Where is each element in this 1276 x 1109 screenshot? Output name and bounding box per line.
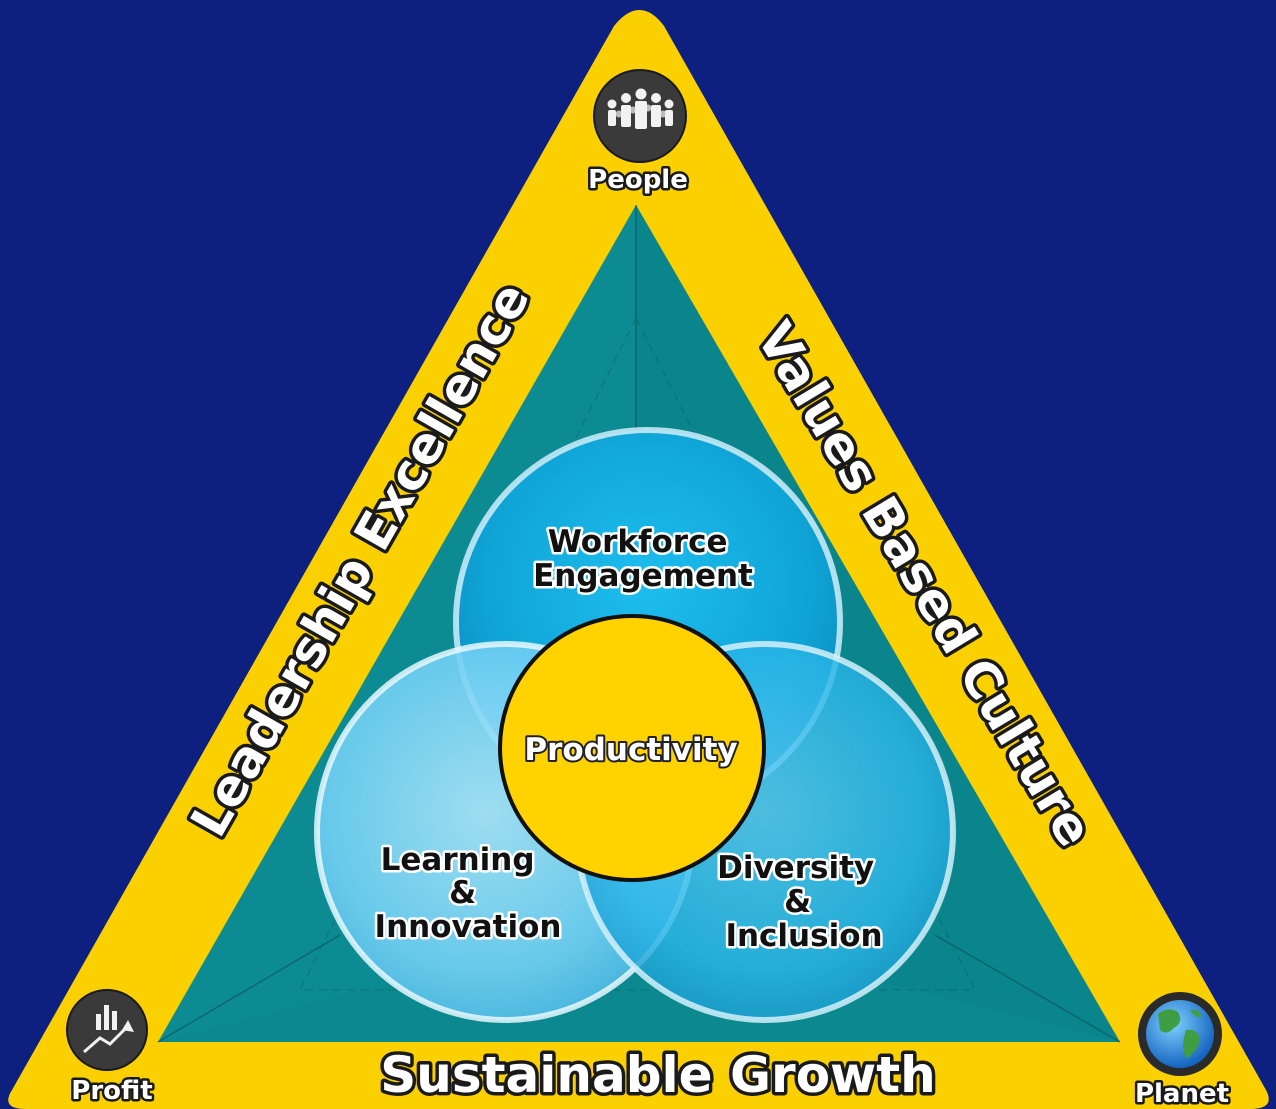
people-label: People [588, 165, 688, 195]
growth-chart-icon [66, 989, 148, 1071]
productivity-label: Productivity [524, 732, 737, 768]
learning-innovation-label: Learning & Innovation [375, 842, 562, 945]
people-group-icon [593, 69, 687, 163]
diversity-inclusion-line-2: & [784, 884, 811, 920]
diversity-inclusion-line-1: Diversity [717, 850, 874, 886]
workforce-engagement-line-2: Engagement [533, 558, 753, 594]
inner-triangle-guides [157, 205, 1121, 1043]
diversity-inclusion-line-3: Inclusion [725, 918, 882, 954]
diversity-inclusion-label: Diversity & Inclusion [717, 850, 885, 954]
circle-productivity [498, 614, 766, 882]
workforce-engagement-label: Workforce Engagement [533, 524, 753, 594]
profit-label: Profit [71, 1076, 152, 1106]
globe-icon [1138, 992, 1222, 1076]
learning-innovation-line-3: Innovation [375, 909, 562, 945]
inner-triangle-facet [158, 920, 1120, 1042]
bottom-side-label: Sustainable Growth [380, 1046, 935, 1104]
workforce-engagement-line-1: Workforce [548, 524, 728, 560]
learning-innovation-line-1: Learning [381, 842, 535, 878]
planet-label: Planet [1135, 1079, 1229, 1109]
learning-innovation-line-2: & [449, 875, 476, 911]
